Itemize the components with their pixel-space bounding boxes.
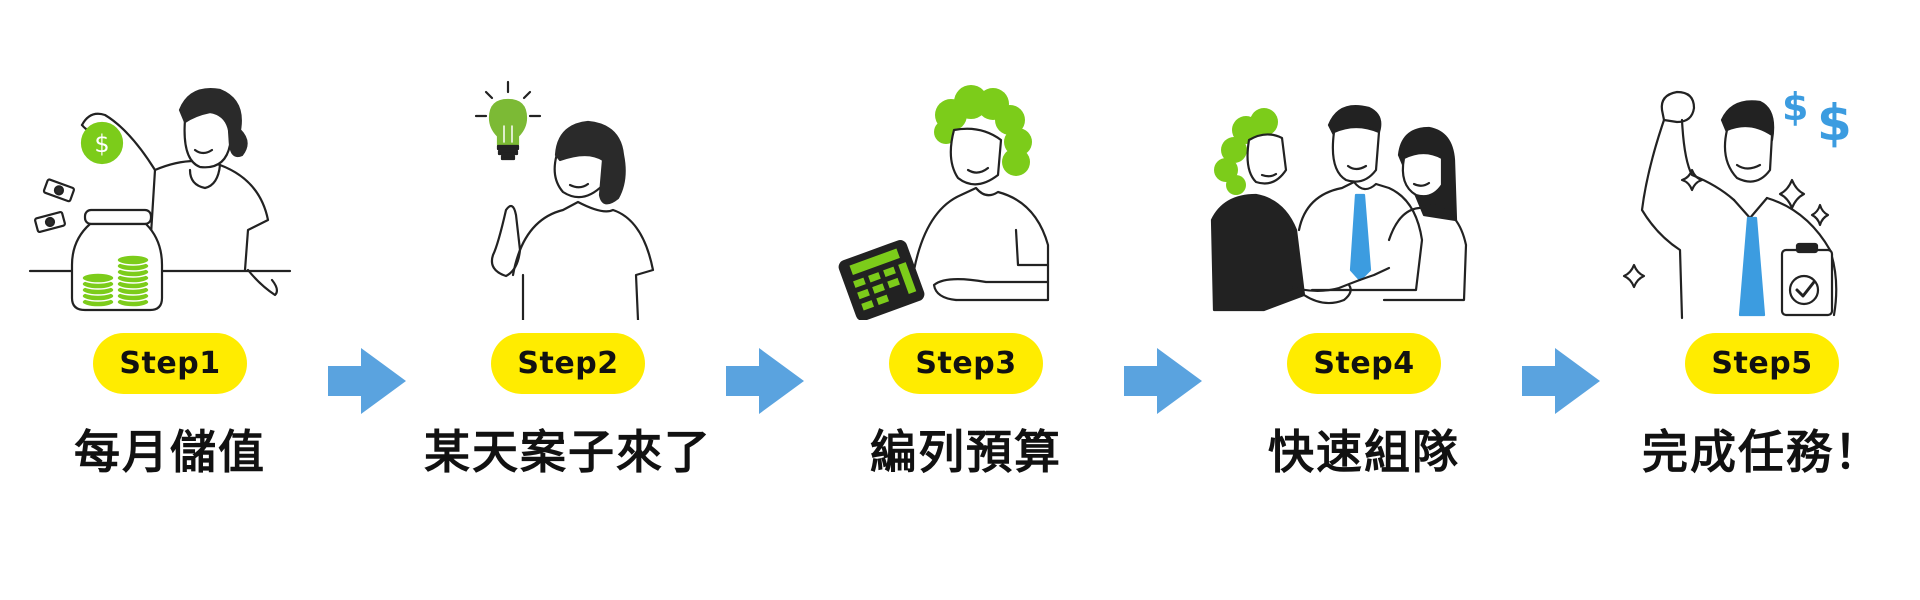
step-title: 每月儲值 — [74, 425, 266, 479]
svg-text:$: $ — [94, 130, 109, 158]
arrow-right-icon — [1522, 348, 1602, 414]
step-title: 某天案子來了 — [424, 425, 712, 479]
step-badge: Step2 — [491, 333, 645, 394]
team-handshake-illustration — [1184, 70, 1544, 320]
step-title: 編列預算 — [870, 425, 1062, 479]
step-badge: Step1 — [93, 333, 247, 394]
step-3: Step3 編列預算 — [786, 0, 1146, 600]
step-2: Step2 某天案子來了 — [388, 0, 748, 600]
step-badge: Step5 — [1685, 333, 1839, 394]
step-5: $ $ Step5 完成任務！ — [1582, 0, 1920, 600]
svg-text:$: $ — [1817, 94, 1852, 152]
svg-text:$: $ — [1782, 85, 1808, 129]
step-title: 完成任務！ — [1642, 425, 1882, 479]
step-badge: Step4 — [1287, 333, 1441, 394]
step-1: $ — [0, 0, 350, 600]
arrow-right-icon — [1124, 348, 1204, 414]
lightbulb-idea-illustration — [388, 70, 748, 320]
calculator-budget-illustration — [786, 70, 1146, 320]
step-badge: Step3 — [889, 333, 1043, 394]
saving-coins-illustration: $ — [0, 70, 350, 320]
arrow-right-icon — [328, 348, 408, 414]
step-4: Step4 快速組隊 — [1184, 0, 1544, 600]
step-title: 快速組隊 — [1268, 425, 1460, 479]
arrow-right-icon — [726, 348, 806, 414]
celebration-illustration: $ $ — [1582, 70, 1920, 320]
